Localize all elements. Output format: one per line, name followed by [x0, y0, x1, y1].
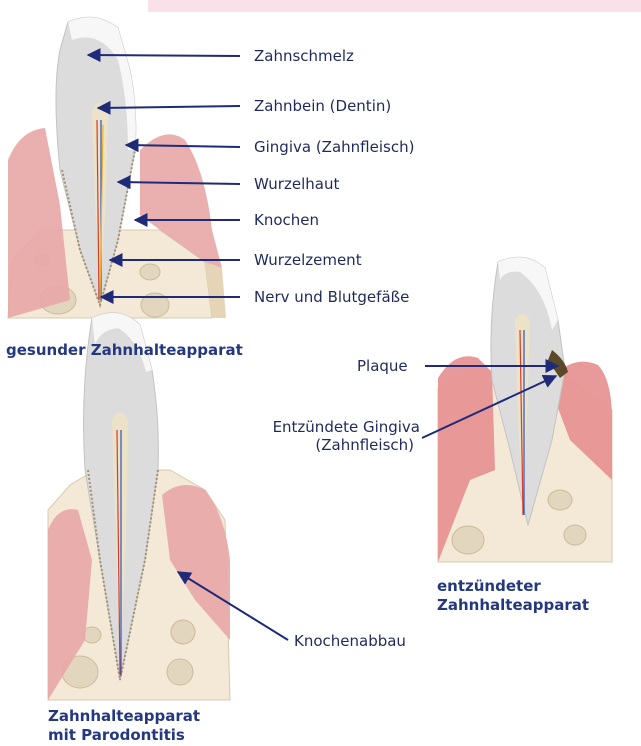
label-inflamed-gingiva-line1: Entzündete Gingiva	[220, 418, 420, 436]
healthy-tooth-illustration	[8, 17, 226, 318]
label-inflamed-gingiva: Entzündete Gingiva (Zahnfleisch)	[220, 418, 420, 454]
inflamed-tooth-illustration	[438, 257, 612, 562]
label-dentin: Zahnbein (Dentin)	[254, 97, 391, 115]
label-bone-loss: Knochenabbau	[294, 632, 406, 650]
caption-inflamed-line2: Zahnhalteapparat	[437, 596, 589, 615]
caption-inflamed: entzündeter Zahnhalteapparat	[437, 577, 589, 615]
caption-periodontitis: Zahnhalteapparat mit Parodontitis	[48, 707, 200, 745]
label-nerves-vessels: Nerv und Blutgefäße	[254, 288, 409, 306]
label-cementum: Wurzelzement	[254, 251, 362, 269]
periodontitis-tooth-illustration	[48, 313, 230, 700]
label-bone: Knochen	[254, 211, 319, 229]
label-plaque: Plaque	[357, 357, 408, 375]
label-inflamed-gingiva-line2: (Zahnfleisch)	[220, 436, 420, 454]
caption-periodontitis-line2: mit Parodontitis	[48, 726, 200, 745]
label-gingiva: Gingiva (Zahnfleisch)	[254, 138, 414, 156]
caption-inflamed-line1: entzündeter	[437, 577, 589, 596]
caption-healthy: gesunder Zahnhalteapparat	[6, 341, 243, 360]
label-enamel: Zahnschmelz	[254, 47, 354, 65]
label-periodontal-ligament: Wurzelhaut	[254, 175, 339, 193]
caption-periodontitis-line1: Zahnhalteapparat	[48, 707, 200, 726]
